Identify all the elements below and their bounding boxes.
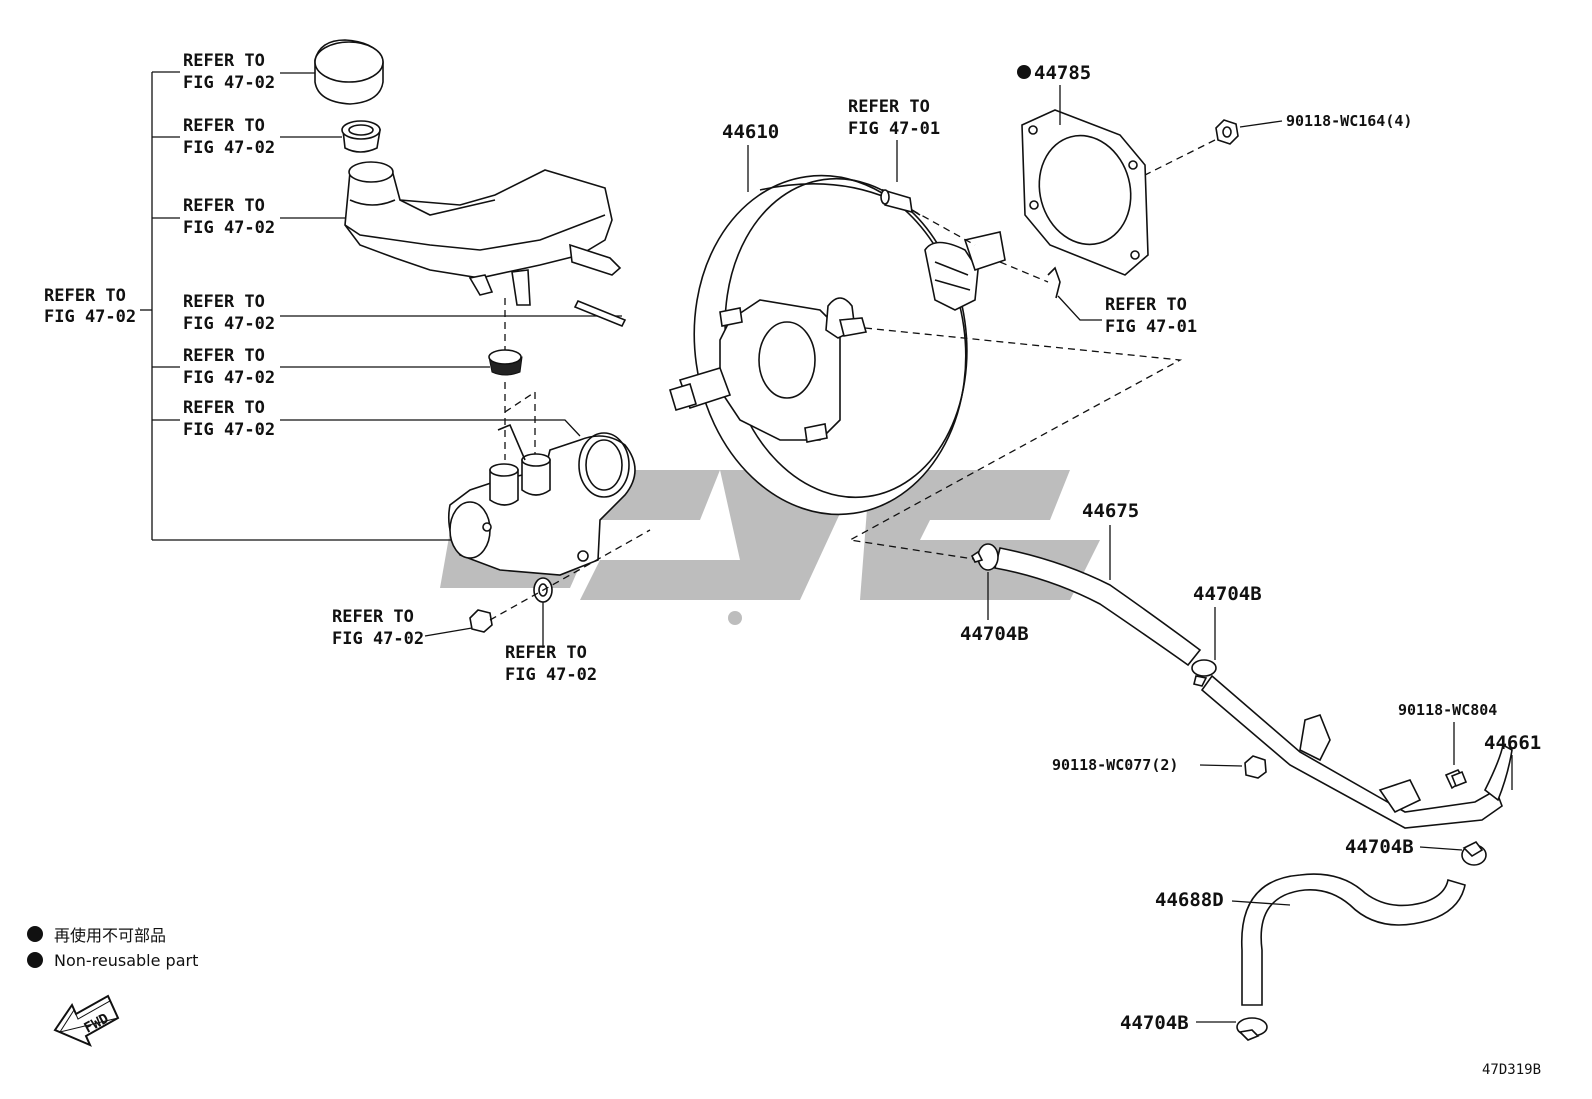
clevis-clip <box>1047 266 1061 299</box>
refer-text-line1: REFER TO <box>183 398 265 418</box>
refer-text-line1: REFER TO <box>848 97 930 117</box>
alignment-line <box>911 209 976 246</box>
refer-text-line1: REFER TO <box>183 51 265 71</box>
refer-text-line2: FIG 47-02 <box>183 314 275 334</box>
refer-label-clip: REFER TO FIG 47-01 <box>1057 295 1197 337</box>
refer-label-master-group: REFER TO FIG 47-02 <box>44 286 136 327</box>
reservoir-strainer <box>341 120 381 153</box>
refer-label-nut: REFER TO FIG 47-02 <box>332 607 473 649</box>
refer-label-strainer: REFER TO FIG 47-02 <box>183 116 275 158</box>
part-number-booster-gasket: 44785 <box>1017 62 1091 125</box>
alignment-line <box>489 529 651 621</box>
hose-clamp-1 <box>970 543 999 571</box>
clevis-pin <box>880 188 913 214</box>
refer-text-line2: FIG 47-02 <box>332 629 424 649</box>
part-number-lower-hose: 44688D <box>1155 889 1291 911</box>
brake-booster <box>669 174 1006 516</box>
refer-text-line1: REFER TO <box>332 607 414 627</box>
part-number-text: 44704B <box>1193 583 1262 605</box>
pipe-bolt <box>1444 768 1468 790</box>
part-number-clamp-3: 44704B <box>1345 836 1463 858</box>
brake-fluid-reservoir <box>344 161 622 306</box>
part-number-clamp-1: 44704B <box>960 572 1029 645</box>
part-number-text: 44688D <box>1155 889 1224 911</box>
reservoir-grommet <box>488 349 523 376</box>
refer-text-line2: FIG 47-02 <box>183 420 275 440</box>
legend: 再使用不可部品 Non-reusable part <box>27 926 198 970</box>
refer-text-line2: FIG 47-02 <box>44 307 136 327</box>
alignment-line <box>1144 139 1216 176</box>
brake-master-cylinder <box>447 423 636 576</box>
legend-text-japanese: 再使用不可部品 <box>54 926 166 945</box>
refer-label-pin: REFER TO FIG 47-02 <box>183 292 275 334</box>
refer-text-line2: FIG 47-02 <box>183 138 275 158</box>
lower-hose <box>1241 873 1466 1006</box>
refer-text-line2: FIG 47-02 <box>183 368 275 388</box>
refer-label-gasket: REFER TO FIG 47-02 <box>505 600 597 685</box>
refer-label-reservoir: REFER TO FIG 47-02 <box>183 196 275 238</box>
refer-label-reservoir-cap: REFER TO FIG 47-02 <box>183 51 275 93</box>
non-reusable-marker-icon <box>27 952 43 968</box>
legend-text-english: Non-reusable part <box>54 951 198 970</box>
part-number-pipe-nut: 90118-WC077(2) <box>1052 756 1243 774</box>
diagram-code: 47D319B <box>1482 1062 1541 1078</box>
hose-clamp-4 <box>1236 1017 1268 1041</box>
part-number-booster-nut: 90118-WC164(4) <box>1239 112 1412 130</box>
vacuum-pipe <box>1200 674 1513 829</box>
refer-text-line1: REFER TO <box>183 346 265 366</box>
part-number-booster: 44610 <box>722 121 779 192</box>
part-number-clamp-4: 44704B <box>1120 1012 1236 1034</box>
non-reusable-marker-icon <box>27 926 43 942</box>
refer-label-cylinder-seal: REFER TO FIG 47-02 <box>183 398 275 440</box>
refer-label-grommet: REFER TO FIG 47-02 <box>183 346 275 388</box>
refer-text-line1: REFER TO <box>505 643 587 663</box>
alignment-line <box>504 391 536 413</box>
refer-text-line2: FIG 47-01 <box>1105 317 1197 337</box>
refer-text-line2: FIG 47-01 <box>848 119 940 139</box>
part-number-text: 44704B <box>960 623 1029 645</box>
part-number-vacuum-hose: 44675 <box>1082 500 1139 580</box>
refer-text-line1: REFER TO <box>183 196 265 216</box>
booster-gasket <box>1021 109 1149 276</box>
refer-text-line2: FIG 47-02 <box>505 665 597 685</box>
part-number-pipe-bolt: 90118-WC804 <box>1398 701 1497 765</box>
part-number-text: 44675 <box>1082 500 1139 522</box>
refer-text-line2: FIG 47-02 <box>183 218 275 238</box>
master-cylinder-nut <box>469 609 493 633</box>
refer-text-line1: REFER TO <box>1105 295 1187 315</box>
part-number-text: 90118-WC164(4) <box>1286 112 1412 130</box>
part-number-text: 44704B <box>1120 1012 1189 1034</box>
booster-nut <box>1215 119 1239 145</box>
alignment-line <box>999 261 1049 283</box>
part-number-text: 90118-WC077(2) <box>1052 756 1178 774</box>
refer-text-line1: REFER TO <box>183 292 265 312</box>
forward-direction-arrow-icon: FWD <box>53 994 120 1047</box>
part-number-text: 44610 <box>722 121 779 143</box>
part-number-text: 90118-WC804 <box>1398 701 1497 719</box>
hose-clamp-2 <box>1191 659 1217 687</box>
part-number-text: 44785 <box>1034 62 1091 84</box>
refer-text-line1: REFER TO <box>183 116 265 136</box>
alignment-line <box>848 327 1183 561</box>
vacuum-hose <box>994 547 1202 667</box>
part-number-text: 44704B <box>1345 836 1414 858</box>
refer-text-line1: REFER TO <box>44 286 126 306</box>
non-reusable-marker-icon <box>1017 65 1031 79</box>
part-number-text: 44661 <box>1484 732 1541 754</box>
part-number-vacuum-pipe: 44661 <box>1484 732 1541 790</box>
pipe-nut <box>1244 755 1267 779</box>
reservoir-cap <box>314 39 384 105</box>
reservoir-pin <box>573 299 627 328</box>
part-number-clamp-2: 44704B <box>1193 583 1262 660</box>
reference-bracket <box>140 71 622 541</box>
refer-label-clevis-pin: REFER TO FIG 47-01 <box>848 97 940 182</box>
refer-text-line2: FIG 47-02 <box>183 73 275 93</box>
hose-clamp-3 <box>1461 840 1487 866</box>
